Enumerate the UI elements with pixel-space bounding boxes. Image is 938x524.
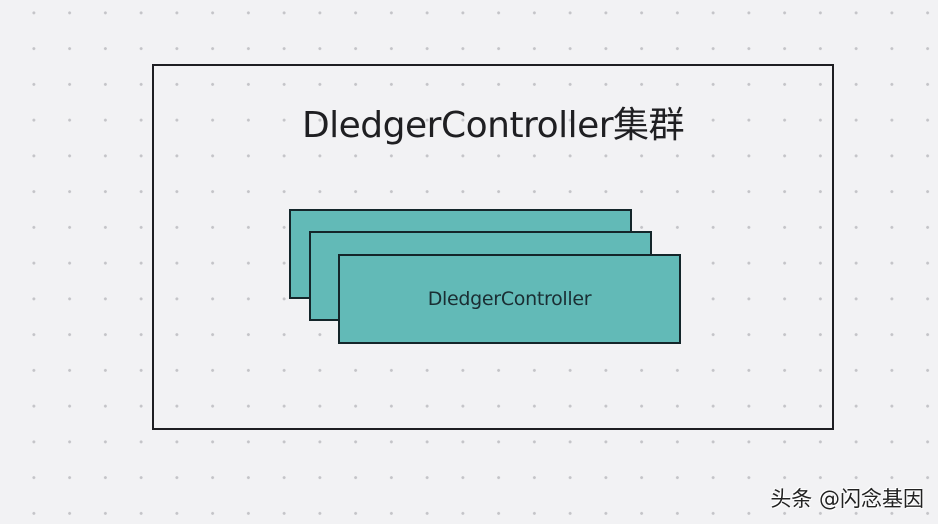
cluster-title: DledgerController集群 (301, 105, 685, 146)
cluster-frame (152, 64, 834, 430)
controller-node-front: DledgerController (338, 254, 681, 344)
controller-node-label: DledgerController (427, 288, 592, 310)
watermark: 头条 @闪念基因 (770, 487, 924, 511)
